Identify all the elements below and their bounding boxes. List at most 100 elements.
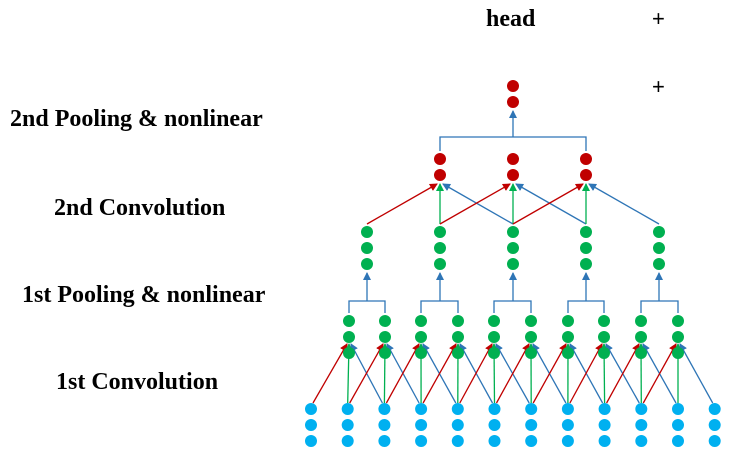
- edge-in-conv1-blue-9: [679, 343, 714, 404]
- pool1-node-3-dot-0: [580, 226, 592, 238]
- conv1-node-0-dot-0: [343, 315, 355, 327]
- input-node-5-dot-0: [488, 403, 501, 415]
- edge-pool1-conv2-red-0: [366, 183, 438, 225]
- bracket-pool1-1: [420, 300, 459, 313]
- edge-pool1-conv2-red-1: [439, 183, 511, 225]
- conv1-label: 1st Convolution: [56, 369, 219, 395]
- input-node-7-dot-0: [561, 403, 574, 415]
- pool1-node-1-dot-1: [434, 242, 446, 254]
- input-node-11-dot-1: [708, 419, 721, 431]
- input-node-3-dot-2: [415, 435, 428, 447]
- input-node-6-dot-0: [525, 403, 538, 415]
- input-node-7-dot-1: [561, 419, 574, 431]
- input-node-0-dot-2: [305, 435, 317, 447]
- conv1-node-0-dot-1: [343, 331, 355, 343]
- conv1-node-9-dot-2: [672, 347, 684, 359]
- conv1-node-4-dot-1: [488, 331, 500, 343]
- conv2-node-1-dot-1: [507, 169, 519, 181]
- conv1-node-9-dot-0: [672, 315, 684, 327]
- input-node-10-dot-0: [672, 403, 684, 415]
- input-node-4-dot-2: [451, 435, 464, 447]
- pool1-node-2-dot-2: [507, 258, 519, 270]
- conv1-node-8-dot-0: [635, 315, 647, 327]
- plus-marker-bottom: +: [652, 74, 665, 99]
- conv1-node-1-dot-0: [379, 315, 391, 327]
- pool2-label: 2nd Pooling & nonlinear: [10, 106, 263, 132]
- input-node-11-dot-0: [708, 403, 721, 415]
- bracket-pool1-2: [493, 300, 532, 313]
- pool1-node-0-dot-2: [361, 258, 373, 270]
- edge-in-conv1-red-4: [459, 343, 493, 404]
- edge-in-conv1-red-0: [312, 343, 348, 404]
- edge-in-conv1-red-5: [495, 343, 530, 404]
- conv1-node-6-dot-1: [562, 331, 574, 343]
- conv1-node-2-dot-2: [415, 347, 427, 359]
- conv1-node-3-dot-2: [452, 347, 464, 359]
- conv1-node-9-dot-1: [672, 331, 684, 343]
- edge-in-conv1-red-3: [422, 343, 457, 404]
- conv2-node-2-dot-1: [580, 169, 592, 181]
- input-node-9-dot-1: [635, 419, 648, 431]
- conv1-node-2-dot-0: [415, 315, 427, 327]
- edge-pool1-conv2-blue-2: [588, 183, 660, 225]
- plus-marker-top: +: [652, 6, 665, 31]
- conv1-node-8-dot-2: [635, 347, 647, 359]
- conv2-node-1-dot-0: [507, 153, 519, 165]
- edge-pool1-conv2-blue-1: [515, 183, 587, 225]
- conv1-node-1-dot-2: [379, 347, 391, 359]
- edge-pool1-conv2-blue-0: [442, 183, 514, 225]
- bracket-pool1-0: [348, 300, 386, 313]
- input-node-4-dot-0: [451, 403, 464, 415]
- input-node-5-dot-2: [488, 435, 501, 447]
- pool1-node-0-dot-1: [361, 242, 373, 254]
- input-node-10-dot-2: [672, 435, 684, 447]
- head-label: head: [486, 6, 536, 32]
- conv1-node-2-dot-1: [415, 331, 427, 343]
- input-node-11-dot-2: [708, 435, 721, 447]
- conv1-node-0-dot-2: [343, 347, 355, 359]
- input-node-9-dot-0: [635, 403, 648, 415]
- input-node-3-dot-1: [415, 419, 428, 431]
- conv1-node-8-dot-1: [635, 331, 647, 343]
- conv2-node-0-dot-0: [434, 153, 446, 165]
- conv1-node-5-dot-2: [525, 347, 537, 359]
- pool1-node-2-dot-0: [507, 226, 519, 238]
- pool1-node-4-dot-2: [653, 258, 665, 270]
- conv1-node-5-dot-1: [525, 331, 537, 343]
- edge-in-conv1-red-9: [642, 343, 677, 404]
- input-node-6-dot-2: [525, 435, 538, 447]
- conv1-node-7-dot-0: [598, 315, 610, 327]
- conv1-node-6-dot-0: [562, 315, 574, 327]
- input-node-8-dot-1: [598, 419, 611, 431]
- bracket-pool2: [439, 136, 587, 151]
- pool1-node-4-dot-1: [653, 242, 665, 254]
- bracket-pool1-4: [640, 300, 679, 313]
- conv1-node-3-dot-1: [452, 331, 464, 343]
- conv2-node-2-dot-0: [580, 153, 592, 165]
- pool1-node-4-dot-0: [653, 226, 665, 238]
- input-node-0-dot-0: [305, 403, 317, 415]
- pool2-node-dot-0: [507, 80, 519, 92]
- input-node-5-dot-1: [488, 419, 501, 431]
- conv2-label: 2nd Convolution: [54, 195, 226, 221]
- input-node-2-dot-1: [378, 419, 391, 431]
- input-node-2-dot-2: [378, 435, 391, 447]
- conv1-node-3-dot-0: [452, 315, 464, 327]
- pool1-node-0-dot-0: [361, 226, 373, 238]
- input-node-9-dot-2: [635, 435, 648, 447]
- input-node-1-dot-1: [341, 419, 354, 431]
- conv1-node-1-dot-1: [379, 331, 391, 343]
- input-node-3-dot-0: [415, 403, 428, 415]
- conv1-node-4-dot-2: [488, 347, 500, 359]
- pool2-node-dot-1: [507, 96, 519, 108]
- conv2-node-0-dot-1: [434, 169, 446, 181]
- input-node-1-dot-2: [341, 435, 354, 447]
- bracket-pool1-3: [567, 300, 605, 313]
- conv1-node-6-dot-2: [562, 347, 574, 359]
- pool1-node-3-dot-1: [580, 242, 592, 254]
- edge-pool1-conv2-red-2: [512, 183, 584, 225]
- edge-in-conv1-red-7: [569, 343, 603, 404]
- edge-in-conv1-red-2: [385, 343, 420, 404]
- pool1-node-3-dot-2: [580, 258, 592, 270]
